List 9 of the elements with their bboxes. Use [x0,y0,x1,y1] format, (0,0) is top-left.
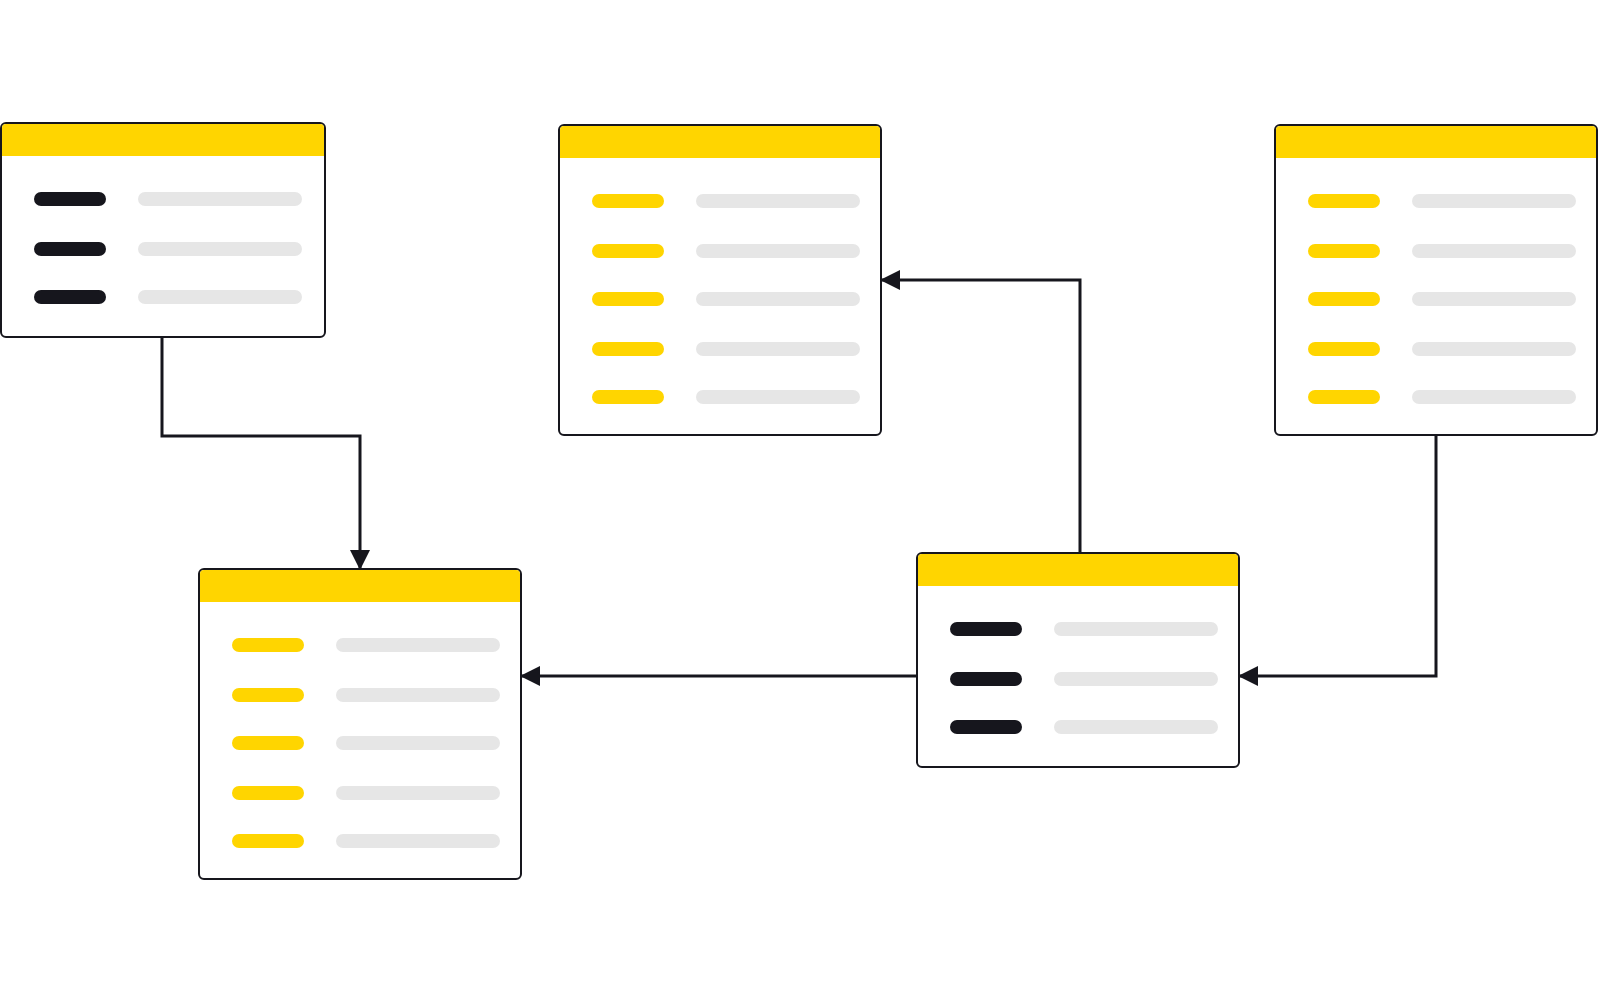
arrow [1238,436,1438,686]
table-card [916,552,1240,768]
table-card [1274,124,1598,436]
table-card [198,568,522,880]
arrow [160,338,370,570]
table-card [0,122,326,338]
arrow [880,270,1082,552]
arrow [520,666,916,686]
table-card [558,124,882,436]
